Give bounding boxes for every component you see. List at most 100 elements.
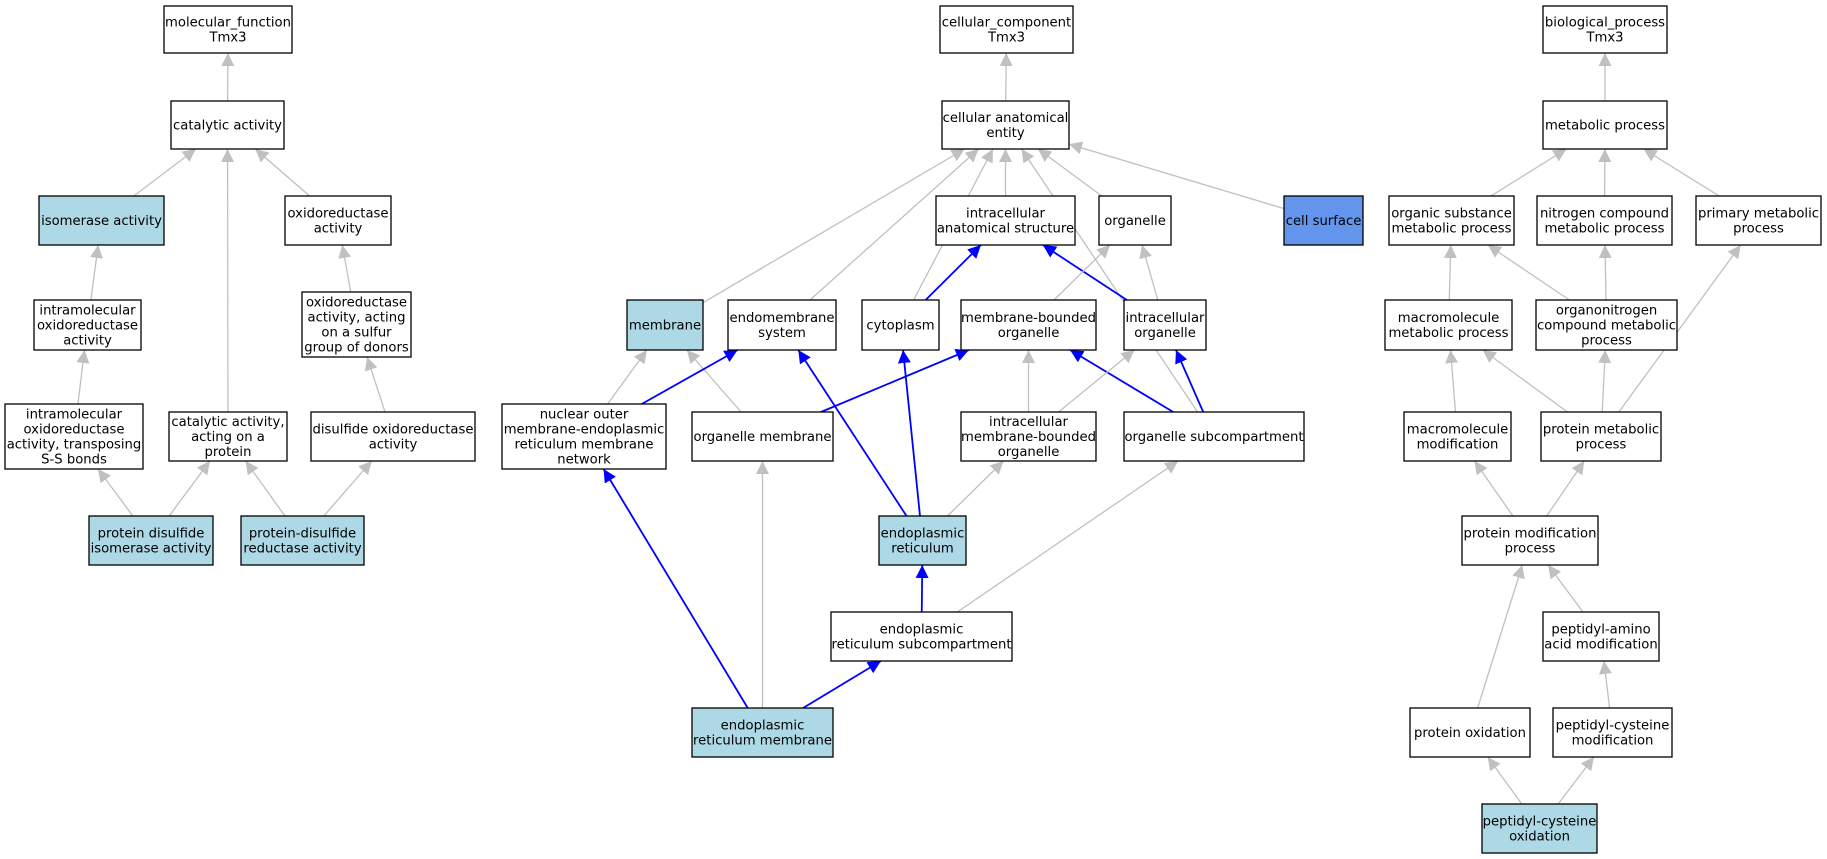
node-label-line: S-S bonds xyxy=(41,453,107,468)
go-term-node-cytoplasm[interactable]: cytoplasm xyxy=(861,299,940,351)
go-term-node-nuclear-outer[interactable]: nuclear outermembrane-endoplasmicreticul… xyxy=(501,403,667,470)
node-label-line: protein modification xyxy=(1464,527,1597,542)
node-box xyxy=(861,299,940,351)
node-label-line: entity xyxy=(986,126,1024,141)
node-label-line: molecular_function xyxy=(165,16,291,31)
edge-line xyxy=(602,468,749,709)
node-label-line: macromolecule xyxy=(1407,423,1508,438)
edge-organelle-to-cae xyxy=(1037,148,1103,197)
go-term-node-metabolic[interactable]: metabolic process xyxy=(1542,100,1668,150)
edges-layer xyxy=(76,52,1742,805)
go-term-node-isomerase[interactable]: isomerase activity xyxy=(38,195,165,246)
node-label-line: modification xyxy=(1572,734,1654,749)
go-term-node-cell-surface[interactable]: cell surface xyxy=(1283,195,1364,246)
node-label-line: peptidyl-cysteine xyxy=(1483,815,1597,830)
edge-line xyxy=(1058,349,1135,413)
node-box xyxy=(4,403,144,470)
node-label-line: membrane-bounded xyxy=(961,311,1096,326)
node-label-line: protein xyxy=(205,445,252,460)
node-label-line: intramolecular xyxy=(39,304,136,319)
node-label-line: peptidyl-amino xyxy=(1551,623,1650,638)
node-label-line: group of donors xyxy=(304,341,409,356)
node-box xyxy=(284,195,392,246)
edge-line xyxy=(897,349,921,517)
edge-organonitrogen-to-organic_sub xyxy=(1487,244,1570,301)
edge-org_membrane-to-membrane xyxy=(686,349,742,413)
node-label-line: organelle xyxy=(1104,214,1166,229)
node-label-line: reticulum subcompartment xyxy=(831,638,1011,653)
node-label-line: protein-disulfide xyxy=(249,527,356,542)
go-term-node-catalytic[interactable]: catalytic activity xyxy=(170,100,285,150)
node-label-line: reticulum membrane xyxy=(693,734,832,749)
edge-line xyxy=(133,148,197,197)
node-label-line: process xyxy=(1733,222,1784,237)
node-label-line: oxidoreductase xyxy=(37,319,138,334)
go-term-node-org-subcomp[interactable]: organelle subcompartment xyxy=(1123,411,1305,462)
node-label-line: intracellular xyxy=(989,415,1068,430)
node-label-line: activity xyxy=(314,222,363,237)
edge-line xyxy=(686,349,742,413)
edge-line xyxy=(924,244,982,301)
node-box xyxy=(1283,195,1364,246)
go-term-node-membrane[interactable]: membrane xyxy=(626,299,704,351)
edge-line xyxy=(97,468,134,517)
edge-line xyxy=(1643,148,1720,197)
go-term-node-protein-ox[interactable]: protein oxidation xyxy=(1409,707,1531,758)
node-box xyxy=(1403,411,1512,462)
node-label-line: membrane xyxy=(629,319,701,334)
node-label-line: organelle membrane xyxy=(694,430,832,445)
go-term-node-organelle[interactable]: organelle xyxy=(1098,195,1172,246)
edge-line xyxy=(1477,564,1525,709)
node-box xyxy=(941,100,1070,150)
node-label-line: Tmx3 xyxy=(987,31,1025,46)
node-box xyxy=(960,411,1097,462)
edge-protein_mod-to-macro_mod xyxy=(1474,460,1514,517)
edge-peptidyl_cys_mod-to-peptidyl_aa xyxy=(1599,660,1612,709)
node-box xyxy=(240,515,365,566)
node-label-line: cellular_component xyxy=(942,16,1071,31)
node-label-line: metabolic process xyxy=(1545,119,1665,134)
node-label-line: intracellular xyxy=(966,207,1045,222)
go-term-node-org-membrane[interactable]: organelle membrane xyxy=(691,411,834,462)
node-label-line: peptidyl-cysteine xyxy=(1556,719,1670,734)
node-label-line: metabolic process xyxy=(1544,222,1664,237)
node-label-line: oxidoreductase xyxy=(287,207,388,222)
node-label-line: metabolic process xyxy=(1391,222,1511,237)
node-label-line: disulfide oxidoreductase xyxy=(313,423,474,438)
node-label-line: network xyxy=(557,453,611,468)
node-box xyxy=(1409,707,1531,758)
edge-line xyxy=(702,148,965,304)
